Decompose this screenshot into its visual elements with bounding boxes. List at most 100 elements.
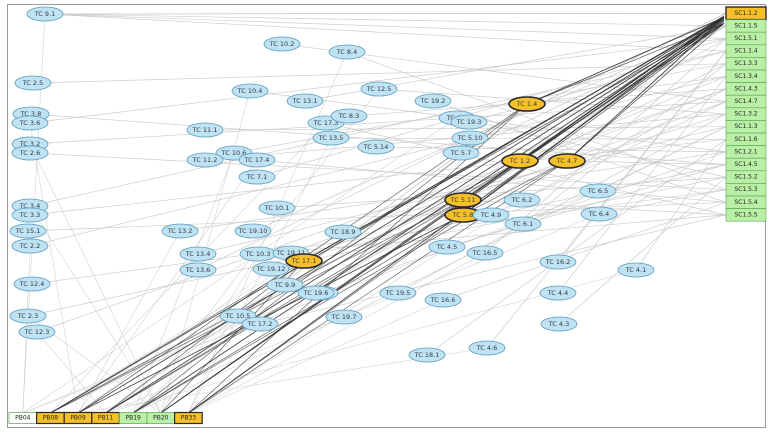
tc-node[interactable]: TC 15.1 [9, 223, 47, 239]
tc-node[interactable]: TC 2.2 [11, 238, 49, 254]
sc-node[interactable]: SC1.4.5 [725, 157, 767, 172]
tc-node[interactable]: TC 9.9 [266, 277, 304, 293]
tc-node-shape [579, 183, 617, 199]
tc-node[interactable]: TC 10.4 [231, 83, 269, 99]
tc-node[interactable]: TC 4.1 [617, 262, 655, 278]
tc-node[interactable]: TC 8.3 [330, 108, 368, 124]
sc-node[interactable]: SC1.1.4 [725, 44, 767, 58]
tc-node-shape [539, 285, 577, 301]
tc-node[interactable]: TC 19.5 [379, 285, 417, 301]
pb-node[interactable]: PB11 [91, 411, 121, 425]
tc-node-label: TC 16.2 [545, 258, 571, 266]
edge [29, 50, 727, 207]
tc-node[interactable]: TC 18.1 [408, 347, 446, 363]
tc-node[interactable]: TC 18.9 [324, 224, 362, 240]
tc-node[interactable]: TC 3.6 [11, 115, 49, 131]
sc-node[interactable]: SC1.1.2 [725, 6, 767, 21]
tc-node[interactable]: TC 4.3 [540, 316, 578, 332]
tc-node[interactable]: TC 16.5 [466, 245, 504, 261]
tc-node[interactable]: TC 19.3 [450, 114, 488, 130]
tc-node[interactable]: TC 17.1 [285, 253, 323, 269]
tc-node-shape [26, 6, 64, 22]
tc-node[interactable]: TC 17.4 [238, 152, 276, 168]
tc-node-shape [186, 122, 224, 138]
tc-node-shape [414, 93, 452, 109]
pb-node[interactable]: PB33 [174, 411, 203, 425]
tc-node[interactable]: TC 19.2 [414, 93, 452, 109]
tc-node[interactable]: TC 3.3 [11, 207, 49, 223]
sc-node[interactable]: SC1.5.2 [725, 170, 767, 184]
tc-node[interactable]: TC 7.1 [238, 169, 276, 185]
tc-node[interactable]: TC 1.2 [501, 153, 539, 169]
tc-node[interactable]: TC 16.6 [424, 292, 462, 308]
tc-node[interactable]: TC 5.14 [357, 139, 395, 155]
tc-node[interactable]: TC 10.2 [263, 36, 301, 52]
tc-node[interactable]: TC 2.3 [9, 308, 47, 324]
sc-node[interactable]: SC1.5.3 [725, 183, 767, 197]
sc-node[interactable]: SC1.5.4 [725, 195, 767, 209]
tc-node-shape [186, 152, 224, 168]
pb-node[interactable]: PB08 [36, 411, 65, 425]
tc-node[interactable]: TC 11.1 [186, 122, 224, 138]
pb-node[interactable]: PB19 [119, 412, 148, 424]
tc-node[interactable]: TC 6.4 [580, 206, 618, 222]
sc-node[interactable]: SC1.5.1 [725, 31, 767, 46]
edge [133, 214, 464, 414]
edge [29, 122, 79, 414]
sc-node[interactable]: SC1.3.2 [725, 107, 767, 121]
sc-node[interactable]: SC1.3.3 [725, 57, 767, 71]
tc-node[interactable]: TC 19.12 [252, 261, 290, 277]
tc-node[interactable]: TC 13.6 [179, 262, 217, 278]
tc-node[interactable]: TC 19.6 [297, 285, 335, 301]
tc-node[interactable]: TC 5.11 [444, 192, 482, 208]
tc-node[interactable]: TC 6.5 [579, 183, 617, 199]
tc-node[interactable]: TC 4.9 [472, 207, 510, 223]
tc-node[interactable]: TC 13.4 [179, 246, 217, 262]
tc-node[interactable]: TC 12.5 [360, 81, 398, 97]
sc-node[interactable]: SC1.2.1 [725, 145, 767, 159]
tc-node[interactable]: TC 10.1 [258, 200, 296, 216]
tc-node-label: TC 17.1 [291, 257, 317, 265]
sc-node[interactable]: SC1.4.7 [725, 94, 767, 109]
edge [446, 164, 727, 248]
sc-node[interactable]: SC1.1.5 [725, 19, 767, 33]
sc-node[interactable]: SC1.1.3 [725, 120, 767, 134]
tc-node[interactable]: TC 1.4 [508, 96, 546, 112]
tc-node[interactable]: TC 13.5 [312, 130, 350, 146]
tc-node[interactable]: TC 13.2 [161, 223, 199, 239]
pb-node[interactable]: PB09 [63, 411, 93, 425]
tc-node-label: TC 4.9 [480, 211, 502, 219]
tc-node[interactable]: TC 16.2 [539, 254, 577, 270]
tc-node[interactable]: TC 10.3 [239, 246, 277, 262]
tc-node[interactable]: TC 2.6 [11, 145, 49, 161]
tc-node[interactable]: TC 9.1 [26, 6, 64, 22]
tc-node[interactable]: TC 4.6 [468, 340, 506, 356]
sc-node[interactable]: SC1.5.5 [725, 208, 767, 222]
tc-node[interactable]: TC 5.10 [451, 130, 489, 146]
tc-node[interactable]: TC 19.7 [325, 309, 363, 325]
sc-node[interactable]: SC1.4.3 [725, 82, 767, 96]
tc-node[interactable]: TC 4.7 [548, 153, 586, 169]
tc-node[interactable]: TC 12.3 [18, 324, 56, 340]
tc-node[interactable]: TC 17.2 [241, 316, 279, 332]
tc-node-label: TC 2.2 [19, 242, 41, 250]
pb-node[interactable]: PB20 [146, 412, 175, 424]
tc-node-label: TC 19.12 [256, 265, 286, 273]
tc-node[interactable]: TC 8.4 [328, 44, 366, 60]
tc-node[interactable]: TC 13.1 [286, 93, 324, 109]
tc-node[interactable]: TC 4.5 [428, 239, 466, 255]
edge [44, 13, 727, 27]
tc-node[interactable]: TC 12.4 [13, 276, 51, 292]
tc-node[interactable]: TC 5.7 [442, 145, 480, 161]
edge [29, 38, 727, 124]
tc-node[interactable]: TC 19.10 [234, 223, 272, 239]
tc-node[interactable]: TC 2.5 [14, 75, 52, 91]
tc-node[interactable]: TC 6.1 [504, 216, 542, 232]
tc-node[interactable]: TC 4.4 [539, 285, 577, 301]
sc-node[interactable]: SC1.1.6 [725, 132, 767, 146]
sc-node[interactable]: SC1.3.4 [725, 69, 767, 83]
tc-node[interactable]: TC 11.2 [186, 152, 224, 168]
pb-node[interactable]: PB04 [8, 412, 37, 424]
tc-node[interactable]: TC 6.2 [503, 192, 541, 208]
